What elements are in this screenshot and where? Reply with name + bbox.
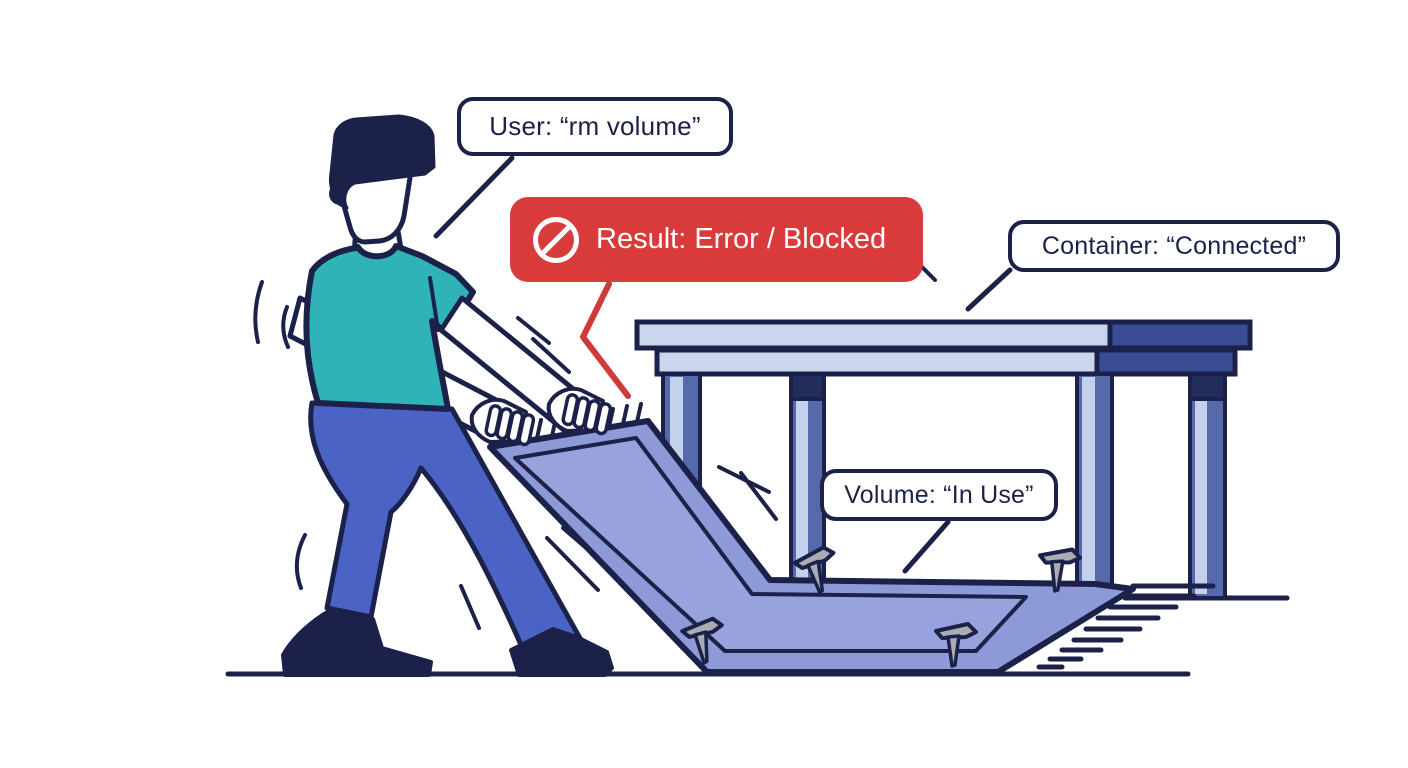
table-leg-front-right — [1188, 372, 1227, 600]
volume-status-text: Volume: “In Use” — [844, 480, 1034, 509]
table-top-board-end — [1107, 319, 1253, 351]
person-back-boot — [281, 609, 433, 677]
person-sleeve-seam — [428, 276, 440, 332]
table-leg-back-right — [1075, 372, 1114, 588]
rug-fringe-right-edge — [1036, 583, 1216, 670]
nail-icon — [680, 616, 724, 665]
nail-icon — [1038, 547, 1082, 593]
volume-status-label: Volume: “In Use” — [820, 469, 1058, 521]
rug-volume — [487, 402, 1216, 675]
nail-icon — [792, 545, 836, 594]
user-command-label: User: “rm volume” — [457, 97, 733, 156]
volume-leader-line — [902, 519, 951, 574]
container-leader-line — [965, 267, 1013, 312]
person-hair — [328, 114, 436, 210]
nail-icon — [934, 622, 978, 668]
result-error-banner: Result: Error / Blocked — [510, 197, 923, 282]
error-zigzag-pointer — [580, 281, 631, 399]
person-front-boot — [509, 627, 614, 677]
user-command-text: User: “rm volume” — [489, 111, 701, 141]
no-entry-icon — [533, 216, 579, 263]
rug-inner-border — [513, 436, 1028, 653]
container-status-text: Container: “Connected” — [1041, 231, 1307, 260]
person-pants — [308, 400, 584, 657]
person-back-hand — [469, 397, 536, 447]
table-apron-board-end — [1094, 347, 1238, 377]
person-figure — [281, 114, 614, 677]
person-front-hand — [546, 386, 613, 436]
result-error-text: Result: Error / Blocked — [596, 223, 887, 255]
user-leader-line — [433, 155, 515, 239]
container-status-label: Container: “Connected” — [1008, 220, 1340, 272]
